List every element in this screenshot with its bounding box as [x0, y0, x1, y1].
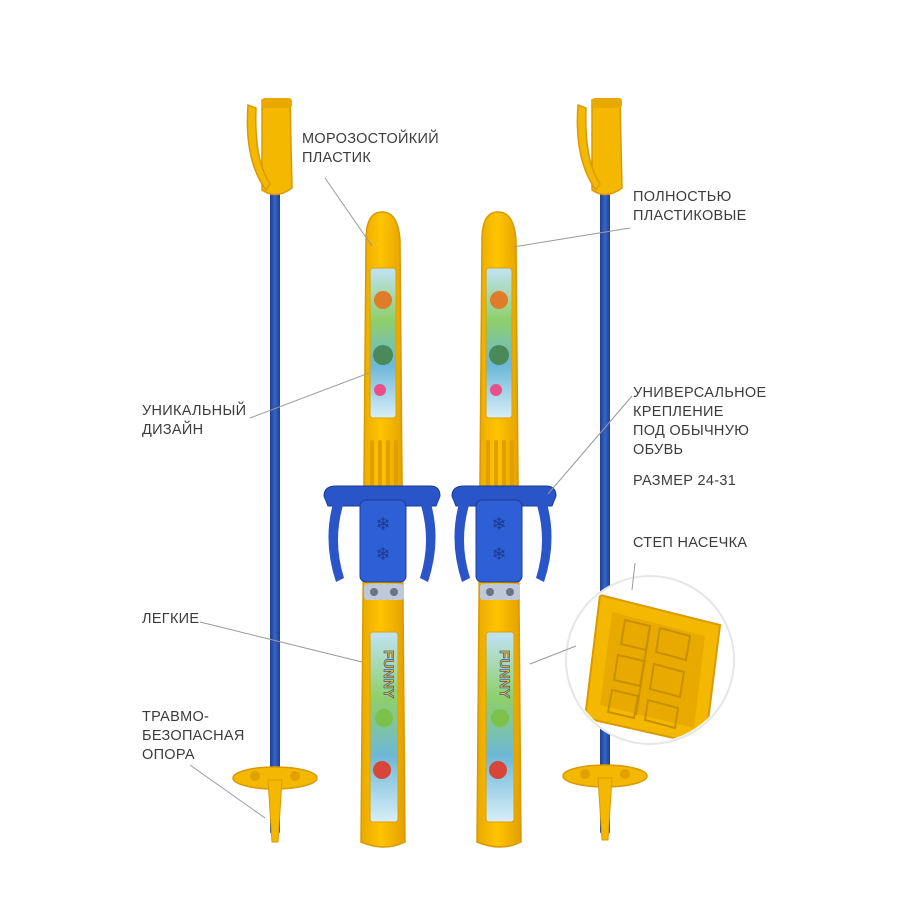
callout-frost-resistant: МОРОЗОСТОЙКИЙ ПЛАСТИК [302, 131, 439, 166]
left-ski-sticker-top [369, 267, 397, 419]
right-pole-shaft [600, 175, 610, 835]
callout-fully-plastic: ПОЛНОСТЬЮ ПЛАСТИКОВЫЕ [633, 189, 747, 224]
step-notch-zoom [565, 575, 735, 745]
right-pole-handle [576, 98, 623, 196]
right-pole-basket [562, 764, 648, 841]
leader-line-light [199, 621, 363, 663]
left-ski-binding: ❄ ❄ [323, 485, 441, 600]
leader-lines [189, 177, 636, 819]
left-pole-basket [232, 766, 318, 843]
left-ski-grooves [370, 440, 398, 490]
left-ski: FUNNY ❄ ❄ [323, 211, 441, 848]
callout-unique-design: УНИКАЛЬНЫЙ ДИЗАЙН [142, 403, 247, 438]
snowflake-icon: ❄ [491, 544, 506, 565]
right-ski-sticker-top [485, 267, 513, 419]
snowflake-icon: ❄ [491, 514, 506, 535]
leader-line-plastic [512, 227, 631, 248]
left-pole-shaft [270, 175, 280, 835]
leader-line-design [249, 372, 370, 419]
leader-line-frost [324, 177, 373, 247]
leader-line-support [189, 764, 266, 819]
leader-line-step [631, 562, 636, 591]
snowflake-icon: ❄ [375, 544, 390, 565]
callout-safe-support: ТРАВМО- БЕЗОПАСНАЯ ОПОРА [142, 709, 245, 763]
left-pole-handle [246, 98, 293, 196]
leader-line-binding [547, 395, 633, 495]
right-ski-brand-text: FUNNY [497, 650, 513, 699]
leader-line-light-right [529, 645, 577, 665]
right-ski-binding: ❄ ❄ [451, 485, 557, 600]
callout-step-notch: СТЕП НАСЕЧКА [633, 535, 748, 551]
right-ski-grooves [486, 440, 514, 490]
left-pole [232, 98, 318, 843]
callout-lightweight: ЛЕГКИЕ [142, 611, 200, 627]
callout-universal-binding: УНИВЕРСАЛЬНОЕ КРЕПЛЕНИЕ ПОД ОБЫЧНУЮ ОБУВ… [633, 385, 767, 458]
snowflake-icon: ❄ [375, 514, 390, 535]
left-ski-brand-text: FUNNY [381, 650, 397, 699]
right-ski: FUNNY ❄ ❄ [451, 211, 557, 848]
callout-size: РАЗМЕР 24-31 [633, 473, 737, 489]
